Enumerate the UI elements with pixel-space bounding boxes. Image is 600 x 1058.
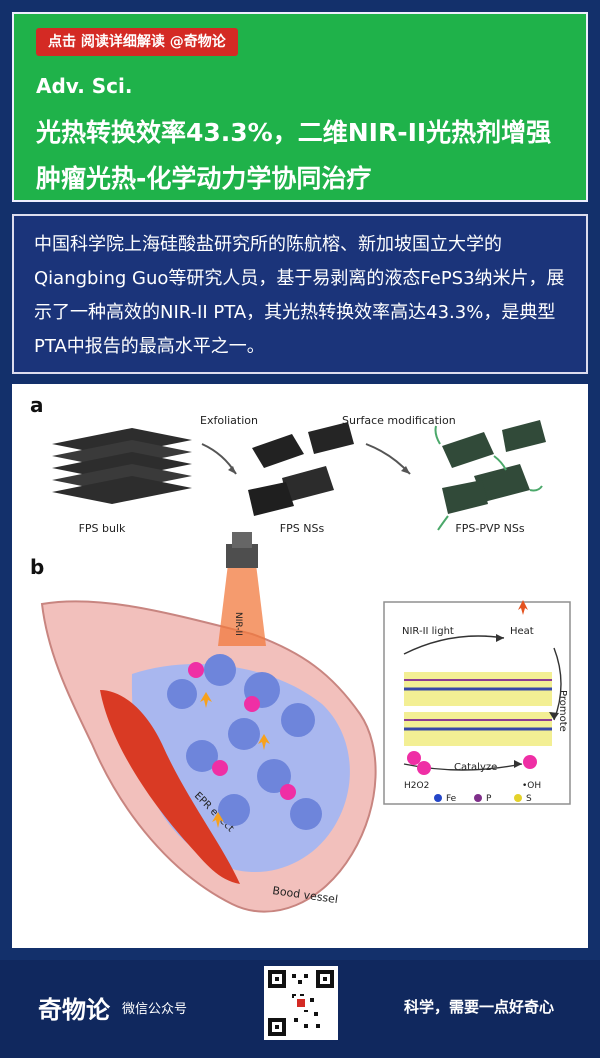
heat-label: Heat [510, 626, 534, 637]
header-card: 点击 阅读详细解读 @奇物论 Adv. Sci. 光热转换效率43.3%，二维N… [12, 12, 588, 202]
slogan: 科学，需要一点好奇心 [404, 998, 555, 1016]
summary-card: 中国科学院上海硅酸盐研究所的陈航榕、新加坡国立大学的Qiangbing Guo等… [12, 214, 588, 374]
oh-radical-label: •OH [522, 781, 541, 791]
panel-a-label: a [30, 393, 44, 417]
brand-logo: 奇物论 [38, 995, 110, 1024]
surface-modification-label: Surface modification [342, 414, 456, 427]
fepS3-lattice [404, 672, 552, 746]
nir-ii-label: NIR-II [233, 612, 243, 636]
promote-label: Promote [557, 690, 568, 732]
fps-bulk-stack [52, 428, 192, 504]
brand-subtitle: 微信公众号 [122, 1002, 188, 1017]
tumor-illustration: NIR-II EPR effect Bood vessel [40, 532, 377, 913]
fe-legend: Fe [446, 794, 457, 804]
figure-diagram: a b FPS bulk Exfoliation FPS NSs Surface… [30, 393, 571, 913]
fps-nss-label: FPS NSs [280, 522, 325, 535]
page-title: 光热转换效率43.3%，二维NIR-II光热剂增强肿瘤光热-化学动力学协同治疗 [36, 118, 552, 193]
exfoliation-label: Exfoliation [200, 414, 258, 427]
summary-text: 中国科学院上海硅酸盐研究所的陈航榕、新加坡国立大学的Qiangbing Guo等… [34, 234, 565, 357]
fps-pvp-nanosheets [434, 420, 546, 531]
nir-light-label: NIR-II light [402, 626, 454, 637]
fps-pvp-nss-label: FPS-PVP NSs [455, 522, 524, 535]
research-figure: a b FPS bulk Exfoliation FPS NSs Surface… [12, 384, 588, 948]
qr-code-icon [264, 966, 338, 1040]
s-legend: S [526, 794, 532, 804]
p-legend: P [486, 794, 492, 804]
qr-code[interactable] [264, 966, 338, 1040]
read-more-badge[interactable]: 点击 阅读详细解读 @奇物论 [36, 28, 238, 56]
fps-nanosheets [248, 422, 354, 516]
panel-b-label: b [30, 555, 44, 579]
catalyze-label: Catalyze [454, 762, 497, 773]
mechanism-inset: NIR-II light Heat Promote Catalyze H2O [383, 600, 571, 805]
journal-name: Adv. Sci. [36, 74, 133, 98]
h2o2-label: H2O2 [404, 781, 429, 791]
fps-bulk-label: FPS bulk [79, 522, 126, 535]
